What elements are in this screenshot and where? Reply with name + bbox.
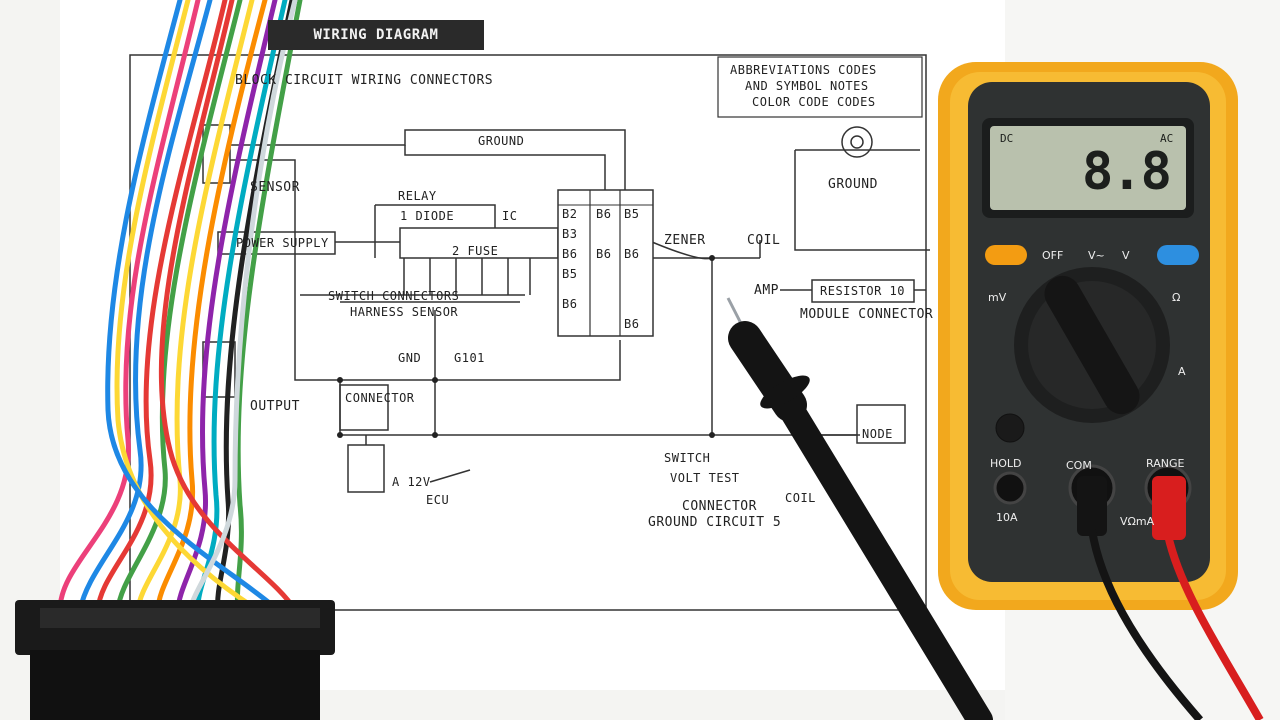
label-module-top: 1 DIODE — [400, 209, 455, 223]
legend-line-2: AND SYMBOL NOTES — [745, 79, 869, 93]
pin-cell-4: B5 — [562, 267, 578, 281]
pin-cell-10: B6 — [624, 317, 640, 331]
range-button-label: RANGE — [1146, 457, 1185, 470]
pin-cell-2: B3 — [562, 227, 578, 241]
circuit-lines — [202, 124, 930, 493]
label-lower-d: GROUND CIRCUIT 5 — [648, 515, 782, 530]
hold-button-label: HOLD — [990, 457, 1022, 470]
lcd-reading: 8.8 — [1082, 142, 1172, 202]
label-lower-f: COIL — [785, 491, 816, 505]
jack-label-10a: 10A — [996, 511, 1018, 524]
label-ic: IC — [502, 209, 518, 223]
jack-10a — [993, 471, 1027, 505]
lcd-mode-left: DC — [1000, 132, 1014, 145]
label-ground-small: GND — [398, 351, 422, 365]
pin-cell-5: B6 — [562, 297, 578, 311]
label-lower-a: SWITCH — [664, 451, 711, 465]
label-lower-c: CONNECTOR — [682, 499, 757, 514]
label-sensor: SENSOR — [250, 180, 300, 195]
multimeter — [938, 62, 1238, 610]
label-lower-g: ECU — [426, 493, 450, 507]
dial-label-v: V — [1122, 249, 1130, 262]
label-module-connector: MODULE CONNECTOR — [800, 307, 934, 322]
legend-line-1: ABBREVIATIONS CODES — [730, 63, 877, 77]
pin-cell-1: B2 — [562, 207, 578, 221]
label-module-mid: 2 FUSE — [452, 244, 499, 258]
pin-cell-6: B6 — [596, 207, 612, 221]
dial-label-a: A — [1178, 365, 1186, 378]
label-ground-right: GROUND — [828, 177, 878, 192]
label-node: NODE — [862, 427, 893, 441]
pin-table — [557, 189, 654, 337]
label-connector: CONNECTOR — [345, 391, 415, 405]
label-power-supply: POWER SUPPLY — [236, 236, 329, 250]
label-zener: ZENER — [664, 233, 706, 248]
pin-cell-7: B6 — [596, 247, 612, 261]
lcd-screen — [990, 126, 1186, 210]
label-lower-e: A 12V — [392, 475, 431, 489]
label-output: OUTPUT — [250, 399, 300, 414]
wire-harness — [57, 0, 303, 613]
diagram-title-tag: WIRING DIAGRAM — [268, 20, 484, 50]
harness-connector — [15, 600, 335, 720]
label-switch-row2: HARNESS SENSOR — [350, 305, 459, 319]
label-top-block: GROUND — [478, 134, 525, 148]
label-module-left: RELAY — [398, 189, 437, 203]
dial-label-ohm: Ω — [1172, 291, 1181, 304]
jack-label-v: VΩmA — [1120, 515, 1155, 528]
range-button — [1157, 245, 1199, 265]
test-leads — [1077, 476, 1264, 720]
label-coil: COIL — [747, 233, 781, 248]
label-switch-row: SWITCH CONNECTORS — [328, 289, 460, 303]
black-probe — [726, 297, 993, 720]
diagram-header-line: BLOCK CIRCUIT WIRING CONNECTORS — [235, 73, 494, 88]
dial-label-off: OFF — [1042, 249, 1064, 262]
label-amp-box: RESISTOR 10 — [820, 284, 905, 298]
pin-cell-9: B6 — [624, 247, 640, 261]
dial-label-mv: mV — [988, 291, 1007, 304]
legend-box — [717, 56, 923, 118]
hold-button — [985, 245, 1027, 265]
lcd-mode-right: AC — [1160, 132, 1174, 145]
pin-cell-8: B5 — [624, 207, 640, 221]
label-ground-code: G101 — [454, 351, 485, 365]
label-lower-b: VOLT TEST — [670, 471, 740, 485]
dial-label-vac: V~ — [1088, 249, 1105, 262]
label-amp: AMP — [754, 283, 779, 298]
junction-dots — [337, 255, 715, 438]
legend-line-3: COLOR CODE CODES — [752, 95, 876, 109]
pin-cell-3: B6 — [562, 247, 578, 261]
jack-label-com: COM — [1066, 459, 1092, 472]
